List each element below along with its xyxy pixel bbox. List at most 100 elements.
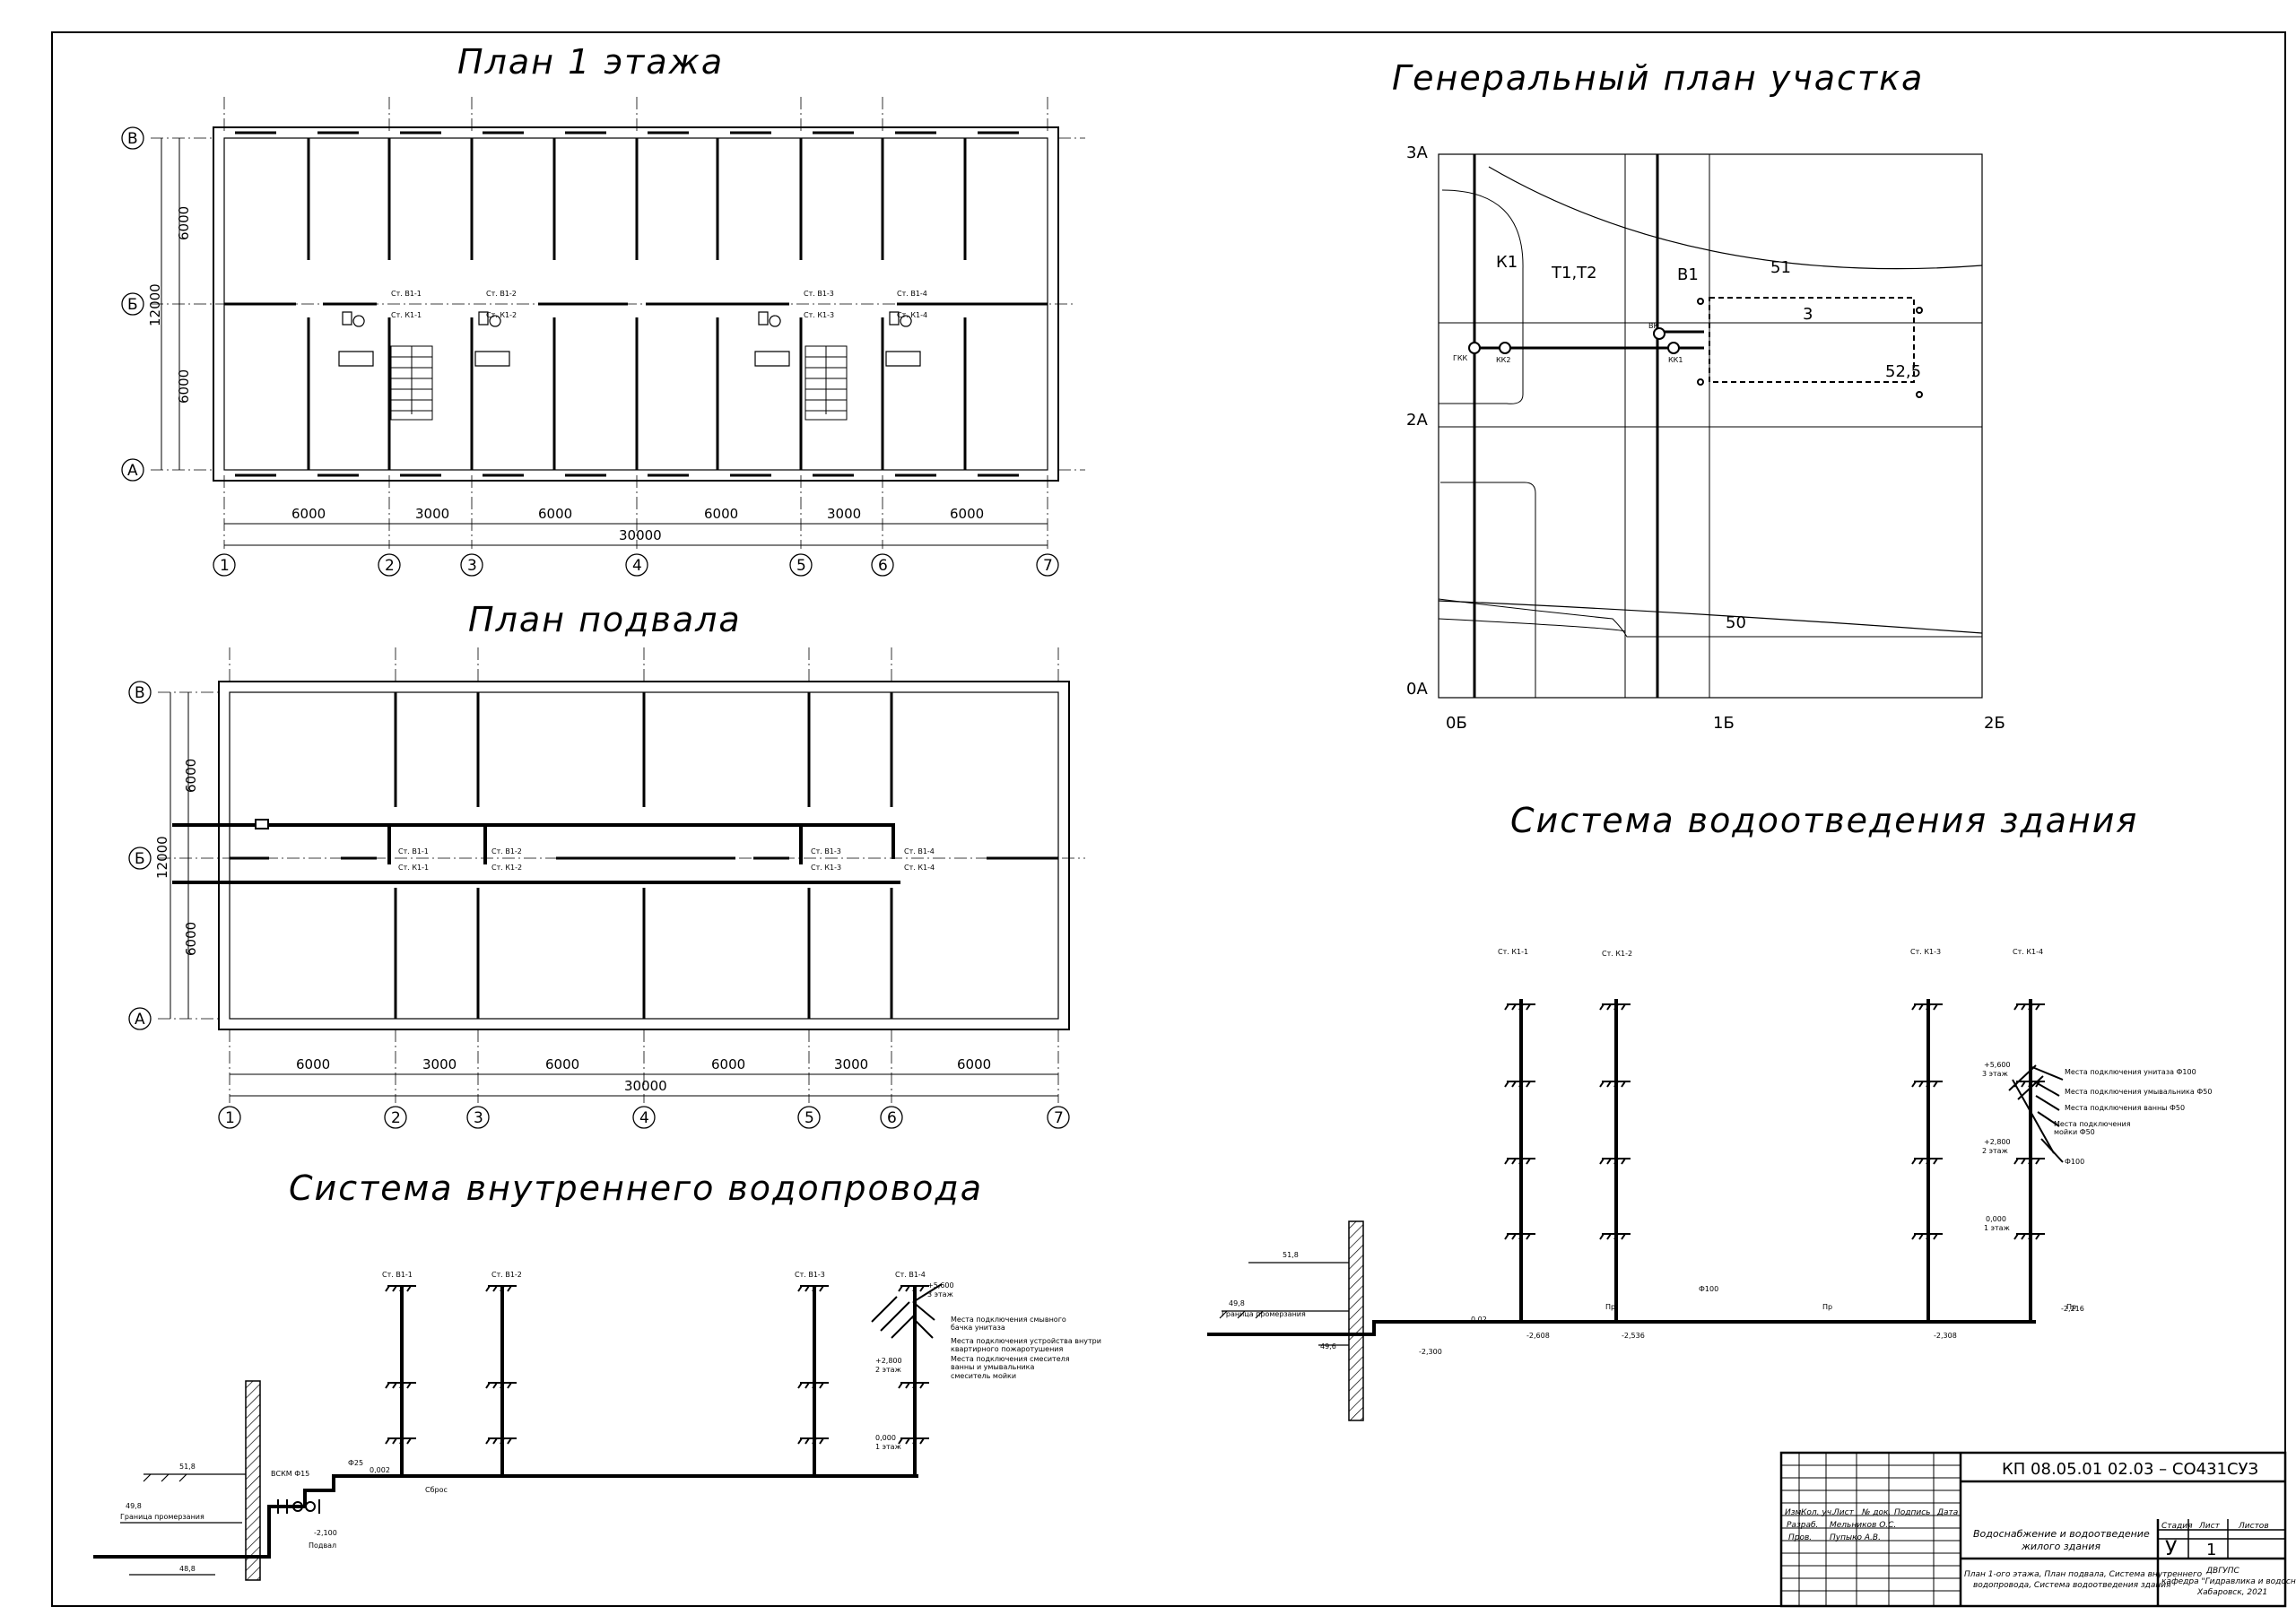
drain-clean-3: Пр xyxy=(2066,1303,2076,1311)
water-floor-branches xyxy=(385,1285,929,1445)
site-well-vk: ВК xyxy=(1648,322,1658,330)
water-riser-tag-3: Ст. В1-3 xyxy=(795,1271,825,1279)
water-note-5: Места подключения смесителя xyxy=(951,1355,1070,1363)
floor1-span-4: 6000 xyxy=(704,506,738,522)
tb-org-2: кафедра "Гидравлика и водоснабжение" xyxy=(2161,1577,2296,1586)
drainage-foundation-wall xyxy=(1348,1220,1364,1421)
water-branch-ticks xyxy=(385,1285,929,1445)
site-grid-0a: 0А xyxy=(1406,680,1428,699)
basement-col-5: 5 xyxy=(804,1109,814,1127)
drain-riser-tag-4: Ст. К1-4 xyxy=(2013,948,2043,956)
water-inlet-elev: 48,8 xyxy=(179,1565,196,1573)
water-floor1-name: 1 этаж xyxy=(875,1443,901,1451)
site-building xyxy=(1709,297,1915,383)
floor1-col-3: 3 xyxy=(467,557,477,575)
drain-slope: 0,02 xyxy=(1471,1316,1487,1324)
tb-org-1: ДВГУПС xyxy=(2205,1567,2239,1576)
floor1-row-v: В xyxy=(127,130,138,148)
water-freeze-elev: 49,8 xyxy=(126,1502,142,1510)
basement-water-main xyxy=(172,823,895,864)
floor1-span-y1: 6000 xyxy=(176,206,192,240)
drain-note-2: Места подключения умывальника Ф50 xyxy=(2065,1088,2212,1096)
tb-role-1: Разраб. xyxy=(1787,1521,1818,1530)
basement-row-labels: В Б А xyxy=(128,681,152,1030)
water-inlet-pipe xyxy=(93,1474,918,1559)
basement-tag-w3: Ст. В1-3 xyxy=(811,847,841,855)
floor1-total-y: 12000 xyxy=(147,283,163,326)
water-floor1-elev: 0,000 xyxy=(875,1434,896,1442)
drain-floor1-elev: 0,000 xyxy=(1986,1215,2006,1223)
drain-floor3-elev: +5,600 xyxy=(1984,1061,2011,1069)
basement-plan-title: План подвала xyxy=(468,600,742,639)
site-plan-frame xyxy=(1438,153,1983,699)
drainage-ground-lines xyxy=(1219,1262,1349,1346)
site-well-kk1: КК1 xyxy=(1668,356,1683,364)
floor1-windows xyxy=(235,131,1019,477)
drainage-labels: Ст. К1-1 Ст. К1-2 Ст. К1-3 Ст. К1-4 51,8… xyxy=(1222,948,2212,1356)
site-grid-0b: 0Б xyxy=(1446,714,1467,733)
water-freeze-label: Граница промерзания xyxy=(120,1513,204,1521)
floor1-span-6: 6000 xyxy=(950,506,984,522)
floor1-span-5: 3000 xyxy=(827,506,861,522)
water-ground-elev: 51,8 xyxy=(179,1463,196,1471)
drain-floor1-name: 1 этаж xyxy=(1984,1224,2010,1232)
basement-tag-k1: Ст. К1-1 xyxy=(398,864,429,872)
water-supply-system: Система внутреннего водопровода xyxy=(93,1168,983,1581)
water-risers xyxy=(400,1286,917,1476)
site-grid-3a: 3А xyxy=(1406,143,1428,162)
drain-invert-1: -2,608 xyxy=(1526,1332,1550,1340)
drain-d100: Ф100 xyxy=(1699,1285,1718,1293)
basement-span-y2: 6000 xyxy=(183,922,199,956)
water-riser-tag-4: Ст. В1-4 xyxy=(895,1271,926,1279)
basement-col-2: 2 xyxy=(391,1109,401,1127)
basement-row-a: А xyxy=(135,1011,145,1029)
tb-sheets-h: Листов xyxy=(2238,1522,2269,1531)
water-riser-tag-2: Ст. В1-2 xyxy=(491,1271,522,1279)
basement-tag-k3: Ст. К1-3 xyxy=(811,864,841,872)
basement-span-6: 6000 xyxy=(957,1056,991,1073)
water-elev-in: -2,100 xyxy=(314,1529,337,1537)
basement-total-x: 30000 xyxy=(624,1078,667,1094)
drain-wall-elev: 49,6 xyxy=(1320,1342,1336,1350)
basement-span-y1: 6000 xyxy=(183,759,199,793)
drainage-branch-ticks xyxy=(1504,1003,2045,1240)
floor1-col-5: 5 xyxy=(796,557,806,575)
drainage-title: Система водоотведения здания xyxy=(1510,801,2138,840)
drain-note-1: Места подключения унитаза Ф100 xyxy=(2065,1068,2196,1076)
basement-row-v: В xyxy=(135,684,145,702)
drain-floor2-elev: +2,800 xyxy=(1984,1138,2011,1146)
basement-span-4: 6000 xyxy=(711,1056,745,1073)
water-ground-lines xyxy=(93,1473,269,1576)
tb-hdr-4: № док. xyxy=(1861,1508,1891,1517)
floor1-span-1: 6000 xyxy=(291,506,326,522)
tb-title-1: Водоснабжение и водоотведение xyxy=(1973,1528,2150,1540)
water-d25-label: Ф25 xyxy=(348,1459,363,1467)
drain-clean-1: Пр xyxy=(1605,1303,1615,1311)
title-block xyxy=(1779,1451,2287,1608)
basement-span-2: 3000 xyxy=(422,1056,457,1073)
drain-out-elev: -2,300 xyxy=(1419,1348,1442,1356)
basement-dim-texts: 6000 3000 6000 6000 3000 6000 30000 6000… xyxy=(154,759,991,1094)
tb-stage-h: Стадия xyxy=(2161,1522,2193,1531)
water-riser4-fittings xyxy=(871,1283,943,1339)
basement-tag-k4: Ст. К1-4 xyxy=(904,864,935,872)
tb-stage: У xyxy=(2165,1538,2178,1560)
drain-note-6: Ф100 xyxy=(2065,1158,2084,1166)
basement-tag-w4: Ст. В1-4 xyxy=(904,847,935,855)
water-fire-label: Сброс xyxy=(425,1486,448,1494)
floor1-sanitary-fixtures xyxy=(338,311,921,367)
floor1-riser-tags: Ст. В1-1 Ст. К1-1 Ст. В1-2 Ст. К1-2 Ст. … xyxy=(391,290,927,319)
water-supply-title: Система внутреннего водопровода xyxy=(289,1168,983,1208)
tb-title-2: жилого здания xyxy=(2021,1541,2100,1552)
site-contour-50: 50 xyxy=(1726,613,1746,632)
floor1-span-y2: 6000 xyxy=(176,369,192,404)
floor1-stairs-1 xyxy=(390,345,433,421)
drainage-outlet-pipe xyxy=(1207,1320,2036,1336)
drain-note-3: Места подключения ванны Ф50 xyxy=(2065,1104,2185,1112)
tb-sheet-h: Лист xyxy=(2198,1522,2221,1531)
site-plan: Генеральный план участка xyxy=(1392,58,1983,699)
water-floor3-name: 3 этаж xyxy=(927,1290,953,1298)
floor1-fixture-shapes xyxy=(338,311,921,367)
tb-hdr-6: Дата xyxy=(1936,1508,1958,1517)
site-labels: 3А 2А 0А 0Б 1Б 2Б К1 Т1,Т2 В1 51 50 3 52… xyxy=(1406,143,2005,733)
